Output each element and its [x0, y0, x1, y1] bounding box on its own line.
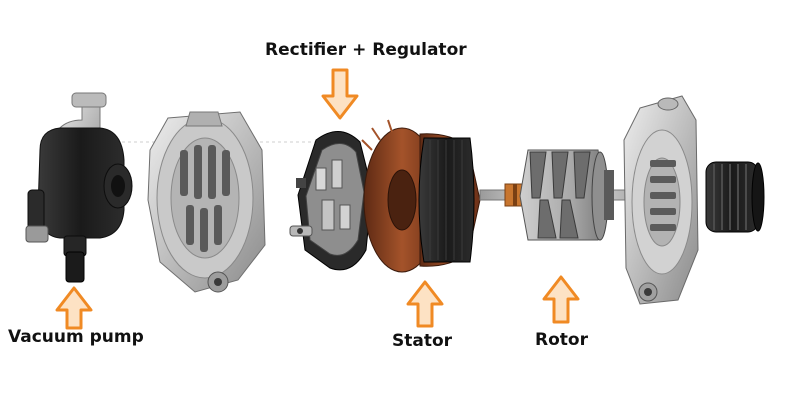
rectifier-pointer-arrow-icon — [321, 68, 359, 120]
rectifier-regulator-label: Rectifier + Regulator — [265, 40, 467, 60]
stator-label: Stator — [392, 331, 453, 351]
rear-housing — [147, 111, 266, 293]
rectifier-regulator — [289, 131, 373, 271]
vacuum-pump — [25, 92, 133, 283]
stator — [361, 119, 481, 273]
vacuum-pump-label: Vacuum pump — [8, 327, 144, 347]
stator-pointer-arrow-icon — [406, 280, 444, 328]
rotor-label: Rotor — [535, 330, 588, 350]
front-housing — [623, 95, 699, 305]
rotor — [479, 149, 651, 241]
pulley — [705, 161, 765, 233]
rotor-pointer-arrow-icon — [542, 275, 580, 324]
vacuum-pump-pointer-arrow-icon — [55, 286, 93, 330]
